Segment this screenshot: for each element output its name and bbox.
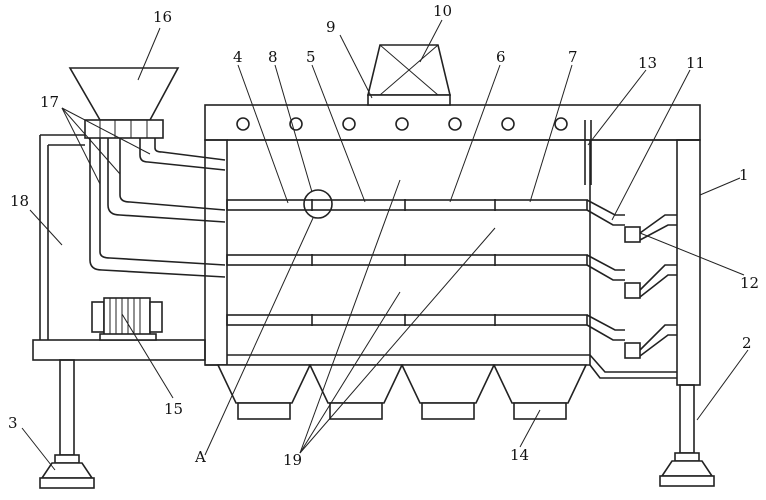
label-19: 19	[283, 451, 302, 469]
housing-bolt-holes	[236, 117, 568, 131]
discharge-chutes	[586, 199, 677, 379]
baffle-plate	[584, 120, 592, 185]
feed-hopper	[68, 67, 180, 139]
label-6: 6	[496, 48, 506, 66]
label-10: 10	[433, 2, 452, 20]
vibration-motor	[91, 297, 163, 341]
label-7: 7	[568, 48, 578, 66]
label-8: 8	[268, 48, 278, 66]
label-14: 14	[510, 446, 529, 464]
label-a: A	[194, 448, 206, 466]
label-4: 4	[233, 48, 243, 66]
collecting-hoppers	[216, 364, 588, 420]
label-9: 9	[326, 18, 336, 36]
label-15: 15	[164, 400, 183, 418]
label-16: 16	[153, 8, 172, 26]
leader-lines	[21, 19, 749, 471]
label-2: 2	[742, 334, 752, 352]
label-11: 11	[686, 54, 705, 72]
label-12: 12	[740, 274, 759, 292]
label-5: 5	[306, 48, 316, 66]
screen-layers	[226, 199, 588, 326]
label-1: 1	[739, 166, 749, 184]
label-3: 3	[8, 414, 18, 432]
top-vent	[366, 44, 452, 106]
label-17: 17	[40, 93, 59, 111]
label-13: 13	[638, 54, 657, 72]
right-leg	[659, 384, 715, 487]
feed-pipes	[89, 138, 226, 278]
part-labels: 16 10 9 4 8 5 6 7 13 11 1 12 2 17 18 3 1…	[8, 2, 759, 469]
left-leg	[39, 359, 95, 489]
detail-circle-a	[303, 189, 333, 219]
label-18: 18	[10, 192, 29, 210]
